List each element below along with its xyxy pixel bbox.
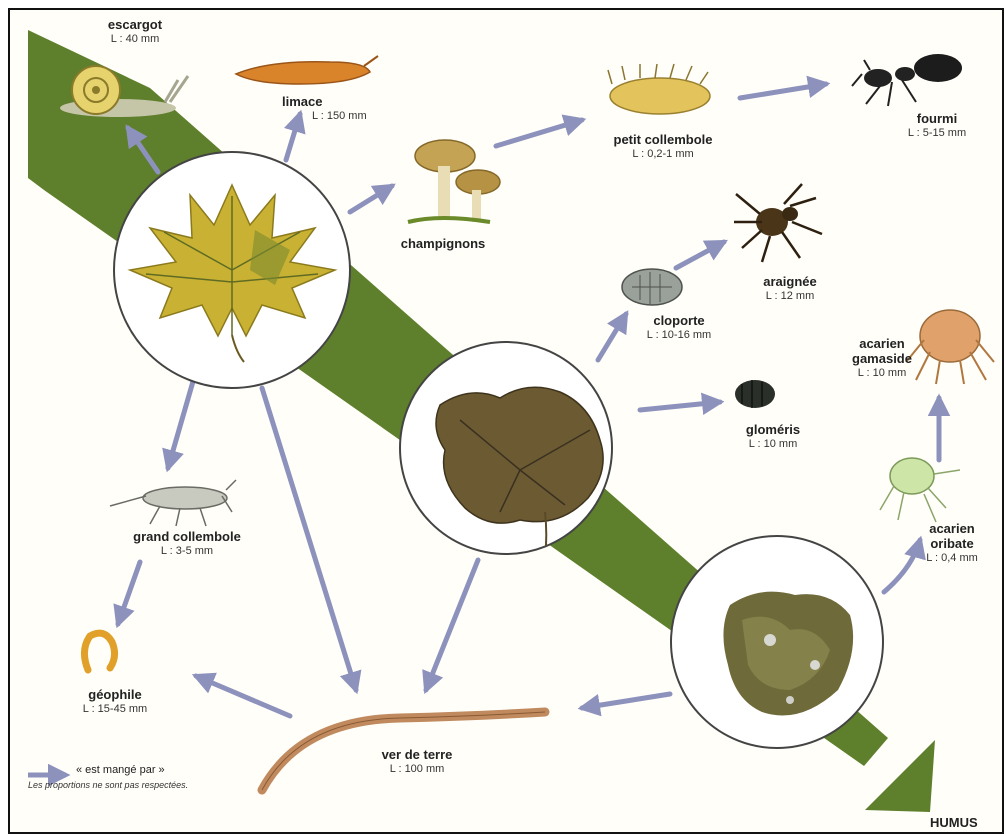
arrow-grand-collembole-geophile xyxy=(118,562,140,624)
arrow-dead-leaf-glomeris xyxy=(640,402,720,410)
label-fourmi: fourmi L : 5-15 mm xyxy=(892,112,982,140)
organism-size: L : 3-5 mm xyxy=(112,545,262,558)
label-champignons: champignons xyxy=(388,237,498,252)
organism-name: ver de terre xyxy=(362,748,472,763)
organism-name: champignons xyxy=(388,237,498,252)
organism-name: acarien xyxy=(832,337,932,352)
arrow-dead-leaf-ver xyxy=(426,560,478,690)
arrow-dead-leaf-cloporte xyxy=(598,314,626,360)
arrow-leaf-grand-collembole xyxy=(168,378,194,468)
label-glomeris: gloméris L : 10 mm xyxy=(728,423,818,451)
slug-icon xyxy=(236,56,378,84)
organism-name: acarien xyxy=(902,522,1002,537)
arrow-humus-ver xyxy=(582,694,670,708)
organism-size: L : 10-16 mm xyxy=(624,329,734,342)
mushroom-icon xyxy=(408,140,500,222)
spider-icon xyxy=(734,184,822,262)
organism-name-2: oribate xyxy=(902,537,1002,552)
organism-name: fourmi xyxy=(892,112,982,127)
humus-circle xyxy=(671,536,883,748)
large-springtail-icon xyxy=(110,480,236,526)
organism-size: L : 0,2-1 mm xyxy=(598,148,728,161)
ant-icon xyxy=(852,54,962,106)
organism-name: gloméris xyxy=(728,423,818,438)
label-escargot: escargot L : 40 mm xyxy=(90,18,180,46)
label-geophile: géophile L : 15-45 mm xyxy=(60,688,170,716)
label-araignee: araignée L : 12 mm xyxy=(740,275,840,303)
small-springtail-icon xyxy=(608,64,710,114)
label-acarien-oribate: acarien oribate L : 0,4 mm xyxy=(902,522,1002,565)
organism-name: géophile xyxy=(60,688,170,703)
arrow-champignons-collembole xyxy=(496,120,582,146)
organism-size: L : 0,4 mm xyxy=(902,552,1002,565)
humus-label: HUMUS xyxy=(930,815,978,830)
arrow-leaf-champignons xyxy=(350,186,392,212)
organism-name-2: gamaside xyxy=(832,352,932,367)
legend-note: Les proportions ne sont pas respectées. xyxy=(28,780,188,790)
label-acarien-gamaside: acarien gamaside L : 10 mm xyxy=(832,337,932,380)
label-ver-de-terre: ver de terre L : 100 mm xyxy=(362,748,472,776)
label-cloporte: cloporte L : 10-16 mm xyxy=(624,314,734,342)
arrow-ver-geophile xyxy=(196,676,290,716)
organism-size: L : 10 mm xyxy=(728,438,818,451)
arrow-collembole-fourmi xyxy=(740,84,826,98)
organism-name: cloporte xyxy=(624,314,734,329)
fresh-leaf-circle xyxy=(114,152,350,388)
woodlouse-icon xyxy=(622,269,682,305)
organism-size: L : 150 mm xyxy=(272,110,382,123)
label-grand-collembole: grand collembole L : 3-5 mm xyxy=(112,530,262,558)
organism-name: petit collembole xyxy=(598,133,728,148)
organism-name: araignée xyxy=(740,275,840,290)
organism-name: escargot xyxy=(90,18,180,33)
legend: « est mangé par » Les proportions ne son… xyxy=(28,764,188,790)
organism-size: L : 40 mm xyxy=(90,33,180,46)
organism-size: L : 15-45 mm xyxy=(60,703,170,716)
organism-size: L : 12 mm xyxy=(740,290,840,303)
organism-size: L : 100 mm xyxy=(362,763,472,776)
arrow-cloporte-araignee xyxy=(676,242,724,268)
organism-size: L : 10 mm xyxy=(832,367,932,380)
legend-text: « est mangé par » xyxy=(76,764,165,776)
oribatid-mite-icon xyxy=(880,458,960,522)
organism-size: L : 5-15 mm xyxy=(892,127,982,140)
centipede-icon xyxy=(84,633,114,670)
organism-name: grand collembole xyxy=(112,530,262,545)
organism-name: limace xyxy=(272,95,382,110)
glomeris-icon xyxy=(735,380,775,408)
arrow-leaf-ver xyxy=(262,388,356,690)
label-limace: limace L : 150 mm xyxy=(272,95,382,123)
label-petit-collembole: petit collembole L : 0,2-1 mm xyxy=(598,133,728,161)
